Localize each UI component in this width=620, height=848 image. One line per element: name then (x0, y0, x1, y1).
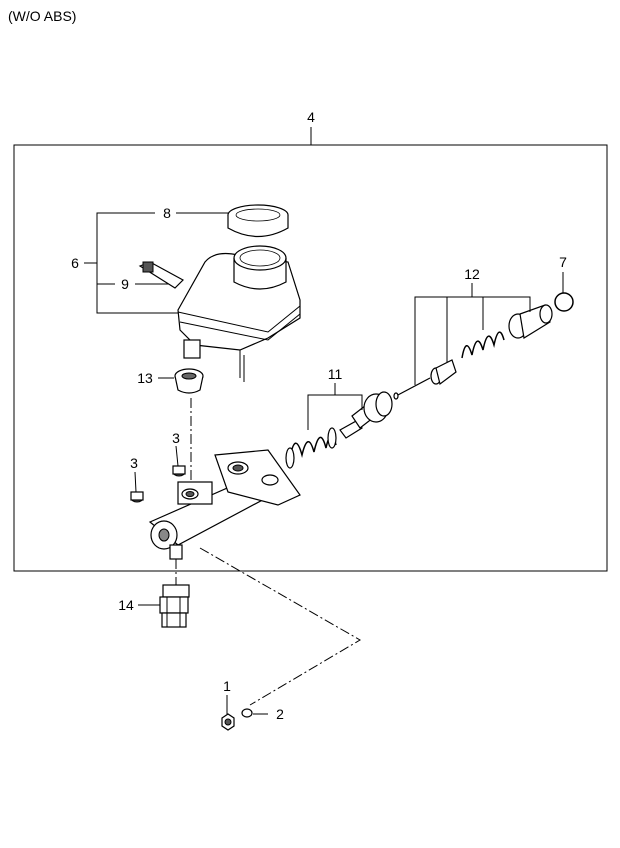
callout-13: 13 (137, 370, 153, 386)
cup-12 (430, 359, 457, 386)
snap-ring (554, 292, 574, 312)
master-cylinder-body (148, 449, 301, 560)
leader-3b (134, 471, 137, 493)
reservoir-cap (227, 204, 289, 237)
fitting-14 (159, 584, 190, 628)
nipple-lower (130, 491, 144, 503)
bracket-6 (96, 212, 180, 314)
callout-4: 4 (307, 109, 315, 125)
callout-14: 14 (118, 597, 134, 613)
assembly-frame (13, 144, 608, 572)
callout-9: 9 (121, 276, 129, 292)
callout-1: 1 (223, 678, 231, 694)
callout-11: 11 (328, 366, 343, 382)
callout-2: 2 (276, 706, 284, 722)
bleeder-screw (221, 713, 235, 731)
nipple-upper (172, 465, 186, 477)
rod-12 (393, 377, 431, 400)
callout-12: 12 (464, 266, 480, 282)
spring-11 (285, 427, 337, 469)
callout-6: 6 (71, 255, 79, 271)
piston-11 (339, 391, 393, 439)
bleeder-cap (241, 708, 253, 718)
piston-12 (508, 304, 553, 339)
level-sensor (138, 261, 184, 289)
grommet (174, 368, 204, 394)
spring-12 (461, 331, 505, 359)
leader-3a (175, 445, 179, 467)
centerline-bleed (199, 547, 361, 706)
callout-3-lower: 3 (130, 455, 138, 471)
callout-3-upper: 3 (172, 430, 180, 446)
callout-7: 7 (559, 254, 567, 270)
diagram-title: (W/O ABS) (8, 8, 77, 24)
callout-8: 8 (163, 205, 171, 221)
reservoir-tank (177, 245, 301, 382)
